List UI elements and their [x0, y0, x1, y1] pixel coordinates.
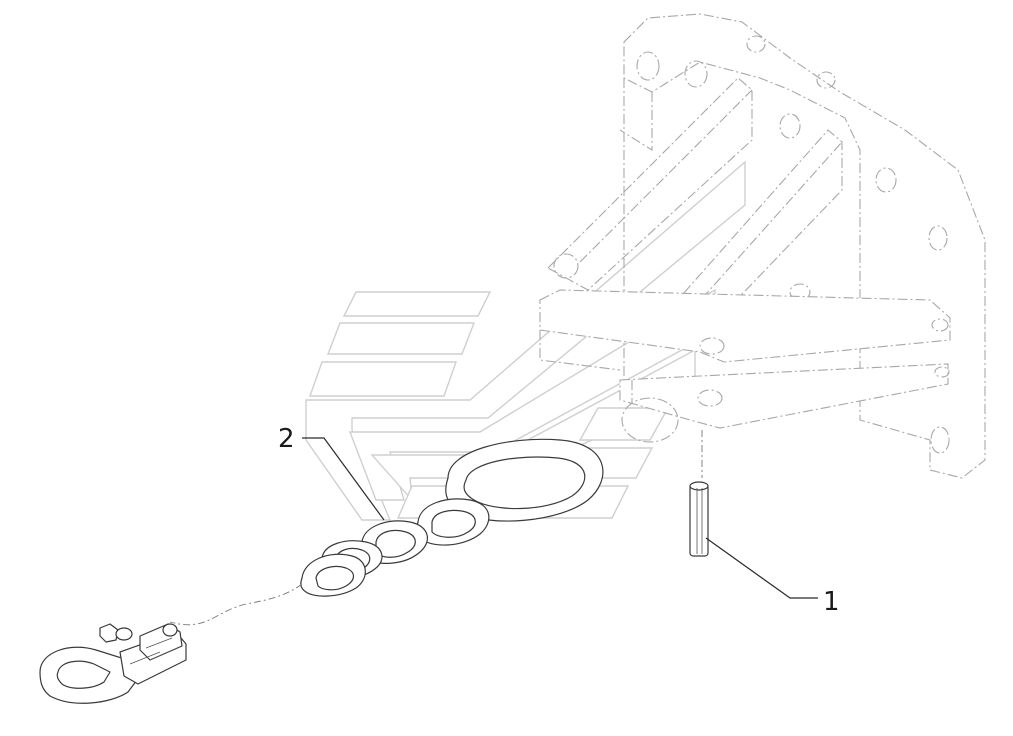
tow-bracket-outline	[539, 13, 986, 479]
leader-line-1	[705, 537, 818, 599]
leader-line-2	[302, 437, 385, 521]
chain	[169, 438, 604, 626]
callout-number-1: 1	[823, 587, 840, 617]
chain-links	[300, 498, 490, 597]
leader-lines	[302, 437, 818, 599]
grab-hook	[39, 623, 187, 704]
roll-pin	[689, 481, 709, 557]
callout-number-2: 2	[278, 424, 295, 454]
